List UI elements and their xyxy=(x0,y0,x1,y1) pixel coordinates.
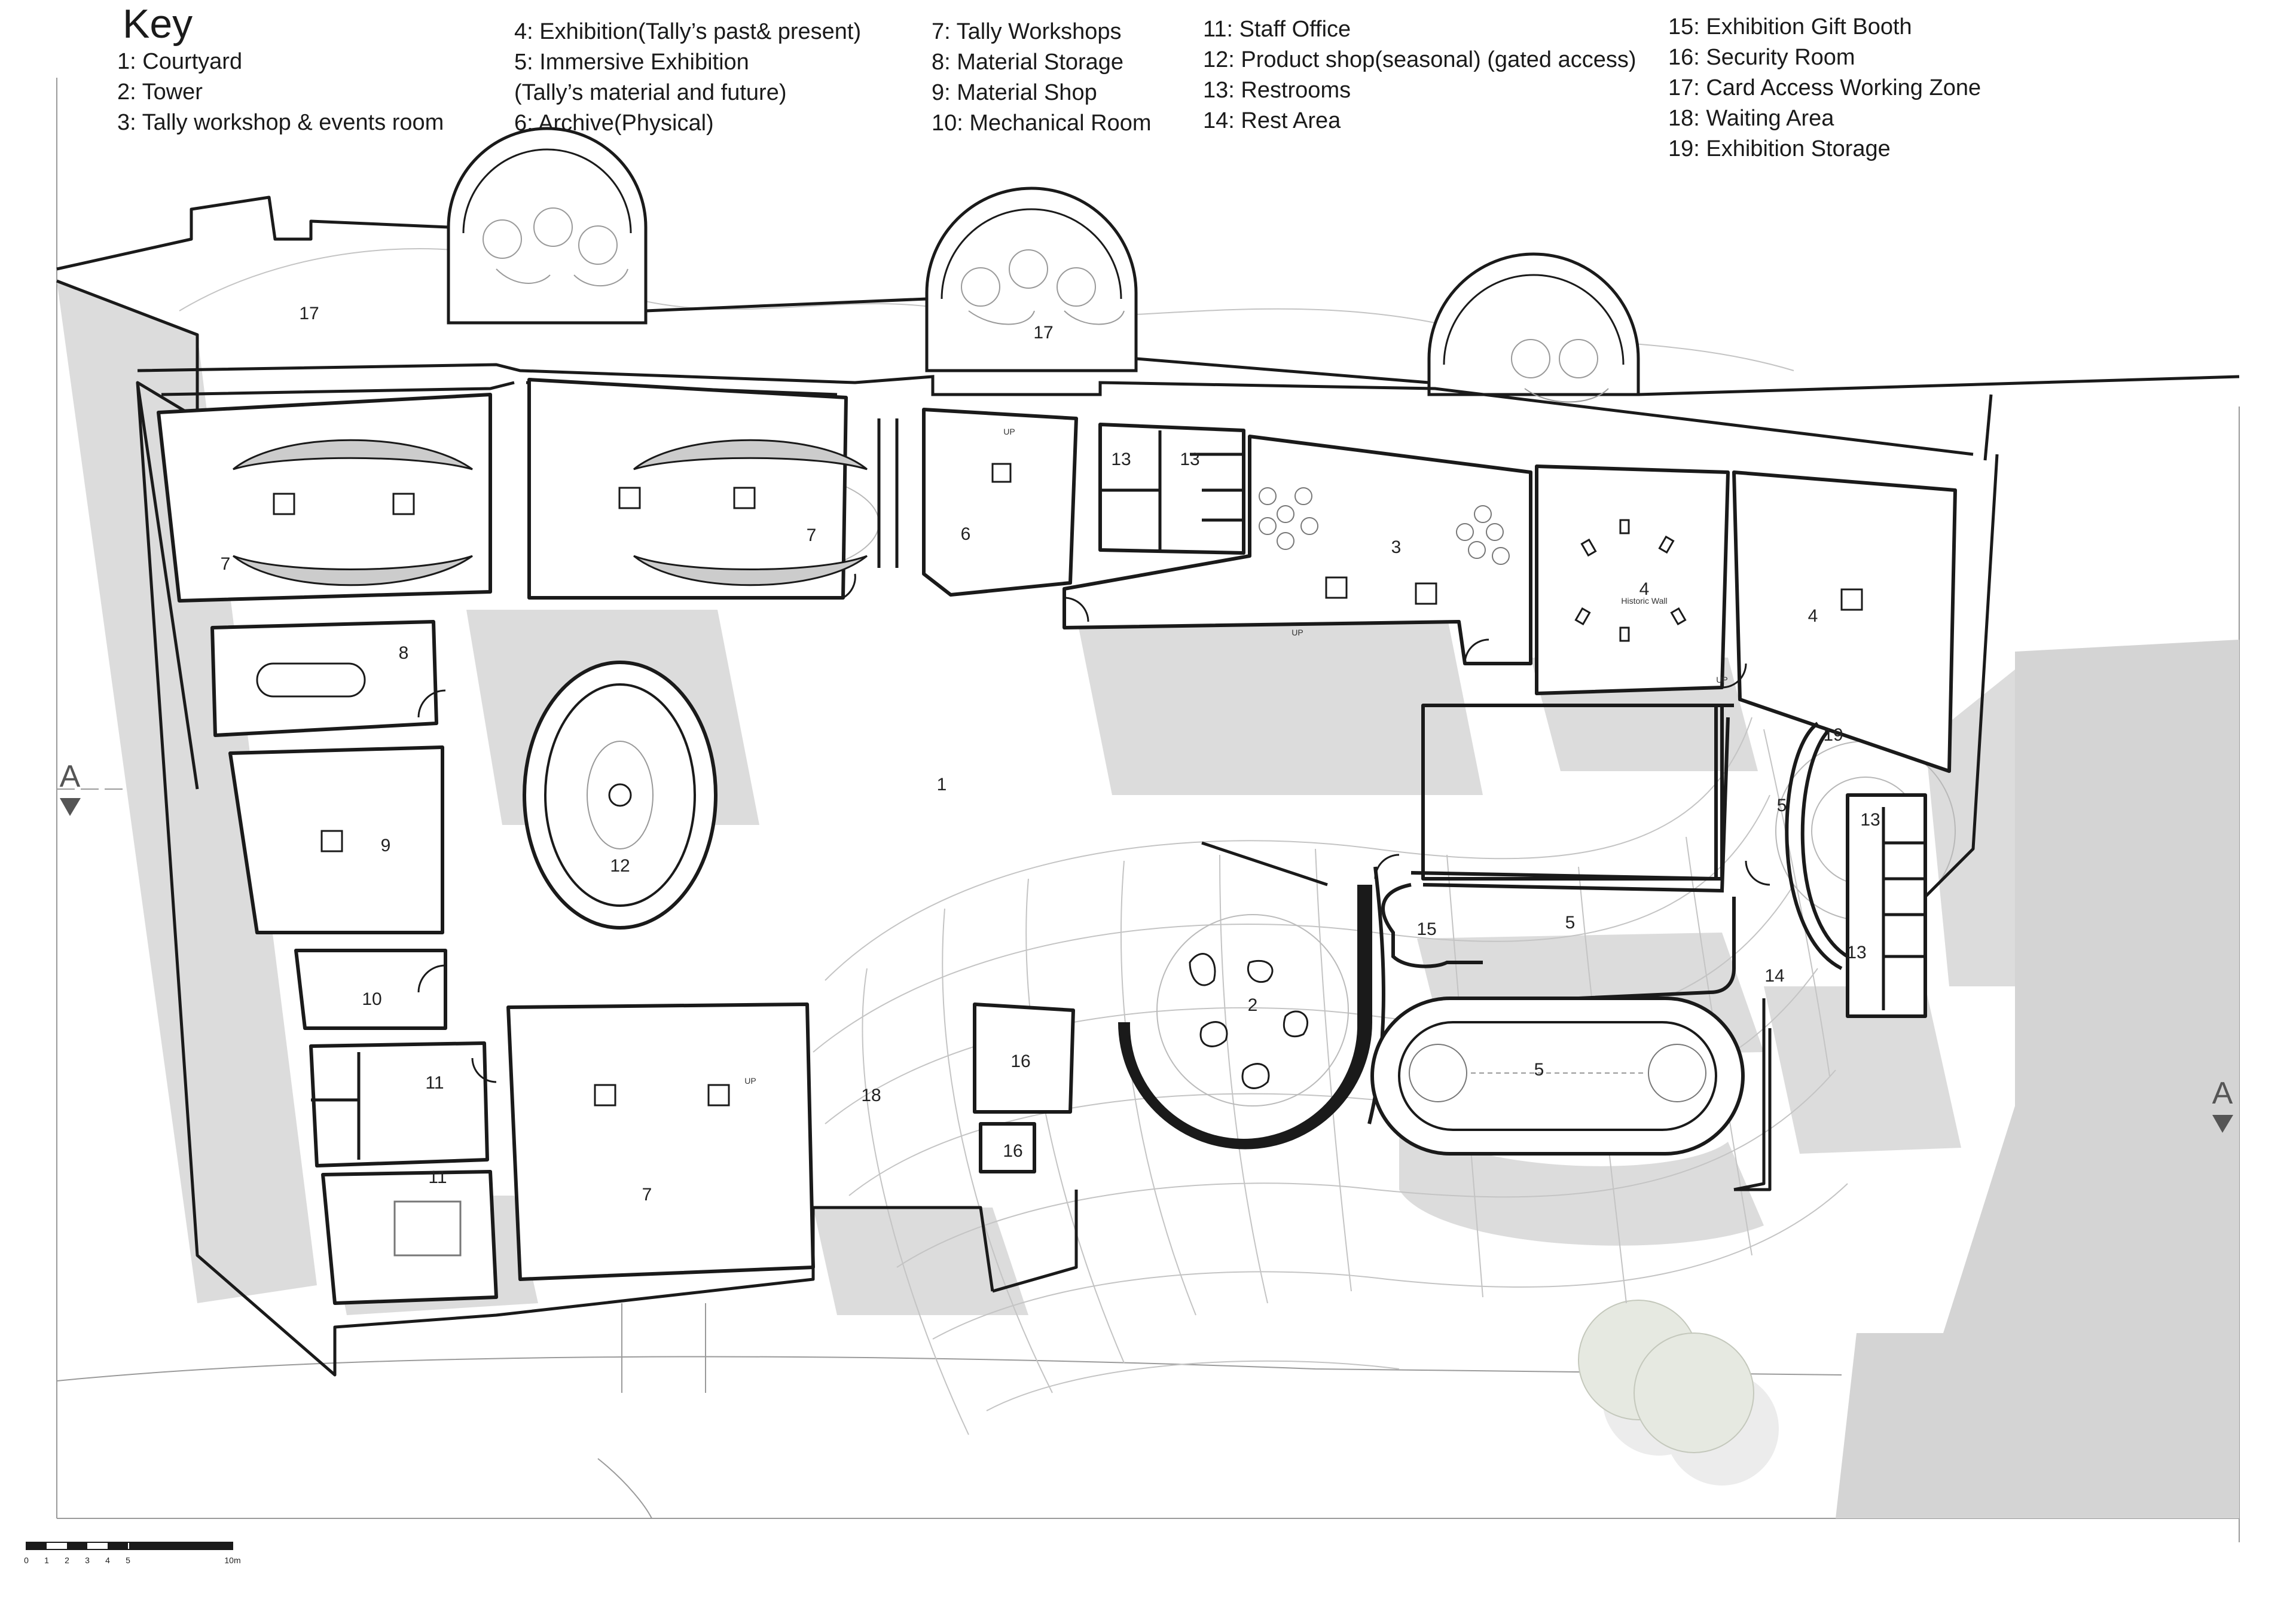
room-label: 10 xyxy=(362,989,381,1009)
room-label: 11 xyxy=(425,1073,444,1093)
scale-tick: 5 xyxy=(126,1555,130,1565)
neighbouring-building xyxy=(1836,640,2239,1518)
key-item: 13: Restrooms xyxy=(1203,78,1351,103)
amphitheatre-seats xyxy=(1259,487,1510,565)
key-item: 15: Exhibition Gift Booth xyxy=(1668,14,1912,39)
room-label: 13 xyxy=(1846,943,1866,962)
room-label: 19 xyxy=(1823,725,1843,745)
room-label: 5 xyxy=(1777,796,1787,815)
scale-tick: 1 xyxy=(44,1555,49,1565)
scale-tick: 0 xyxy=(24,1555,29,1565)
up-label: UP xyxy=(1716,675,1727,684)
building-walls xyxy=(56,195,2240,1377)
room-label: 9 xyxy=(381,836,391,855)
key-item: 2: Tower xyxy=(117,80,203,105)
key-item: 10: Mechanical Room xyxy=(932,111,1152,136)
key-column-4: 11: Staff Office 12: Product shop(season… xyxy=(1203,14,1636,136)
key-item: 11: Staff Office xyxy=(1203,17,1351,42)
scale-tick: 3 xyxy=(85,1555,90,1565)
room-label: 5 xyxy=(1565,913,1576,933)
room-label: 17 xyxy=(299,304,319,323)
street-lines xyxy=(56,1303,1842,1519)
door-swings xyxy=(417,573,1770,1083)
partition-walls xyxy=(311,418,1925,1160)
room-furniture xyxy=(233,439,1863,1257)
room-label: 2 xyxy=(1248,995,1258,1015)
room-label: 8 xyxy=(399,643,409,663)
key-column-1: 1: Courtyard 2: Tower 3: Tally workshop … xyxy=(117,47,444,138)
room-label: 7 xyxy=(221,554,231,574)
room-label: 18 xyxy=(861,1086,881,1105)
bay-inner-rings xyxy=(462,148,1625,365)
up-label: UP xyxy=(1003,427,1015,436)
key-item: 3: Tally workshop & events room xyxy=(117,110,444,135)
tower xyxy=(1118,841,1372,1150)
stair-annotations: UP UP UP UP Historic Wall xyxy=(744,427,1727,1086)
historic-wall-label: Historic Wall xyxy=(1621,596,1667,606)
key-item: 19: Exhibition Storage xyxy=(1668,136,1891,161)
room-label: 13 xyxy=(1860,810,1880,830)
scale-tick: 4 xyxy=(105,1555,110,1565)
key-item: 17: Card Access Working Zone xyxy=(1668,75,1981,100)
trees xyxy=(1578,1300,1779,1486)
section-marker-right: A xyxy=(2212,1076,2233,1133)
room-label: 11 xyxy=(428,1167,447,1187)
product-shop-ring xyxy=(523,661,718,930)
room-label: 7 xyxy=(807,525,817,545)
scale-tick: 2 xyxy=(65,1555,69,1565)
room-label: 13 xyxy=(1180,450,1199,469)
key-item: 1: Courtyard xyxy=(117,49,243,74)
scale-bar: 0 1 2 3 4 5 10m xyxy=(24,1542,241,1565)
key-title: Key xyxy=(123,1,193,47)
room-label: 4 xyxy=(1639,579,1650,599)
up-label: UP xyxy=(1292,628,1303,637)
room-label: 1 xyxy=(937,775,947,794)
room-label: 3 xyxy=(1391,537,1402,557)
room-label: 12 xyxy=(610,856,630,876)
exhibition-walls xyxy=(1367,704,1849,1124)
key-item: (Tally’s material and future) xyxy=(514,80,787,105)
key-item: 18: Waiting Area xyxy=(1668,106,1834,131)
room-label: 13 xyxy=(1111,450,1131,469)
room-label: 5 xyxy=(1534,1060,1544,1080)
section-letter: A xyxy=(2212,1076,2233,1111)
key-item: 5: Immersive Exhibition xyxy=(514,50,749,75)
room-label: 4 xyxy=(1808,606,1818,626)
section-letter: A xyxy=(60,759,81,794)
key-legend: Key 1: Courtyard 2: Tower 3: Tally works… xyxy=(0,0,2296,179)
key-item: 7: Tally Workshops xyxy=(932,19,1122,44)
exhibition-racetrack xyxy=(1370,997,1745,1156)
room-labels: 17 17 7 7 6 13 13 3 4 4 8 1 9 12 19 5 13… xyxy=(221,304,1880,1205)
room-label: 14 xyxy=(1764,966,1784,986)
key-item: 12: Product shop(seasonal) (gated access… xyxy=(1203,47,1636,72)
key-item: 16: Security Room xyxy=(1668,45,1855,70)
room-label: 7 xyxy=(642,1185,652,1205)
up-label: UP xyxy=(744,1076,756,1086)
room-label: 15 xyxy=(1416,919,1436,939)
room-label: 6 xyxy=(961,524,971,544)
room-label: 17 xyxy=(1033,323,1053,343)
scale-tick: 10m xyxy=(224,1555,240,1565)
key-column-3: 7: Tally Workshops 8: Material Storage 9… xyxy=(932,17,1152,139)
room-label: 16 xyxy=(1003,1141,1022,1161)
key-column-5: 15: Exhibition Gift Booth 16: Security R… xyxy=(1668,12,1981,164)
key-item: 8: Material Storage xyxy=(932,50,1124,75)
room-label: 16 xyxy=(1010,1052,1030,1071)
key-item: 4: Exhibition(Tally’s past& present) xyxy=(514,19,862,44)
exhibition-4-columns xyxy=(1574,519,1687,642)
key-item: 9: Material Shop xyxy=(932,80,1097,105)
bay-furniture xyxy=(483,207,1609,403)
section-marker-left: A xyxy=(60,759,81,816)
tower-bays xyxy=(447,127,1640,396)
key-item: 14: Rest Area xyxy=(1203,108,1341,133)
